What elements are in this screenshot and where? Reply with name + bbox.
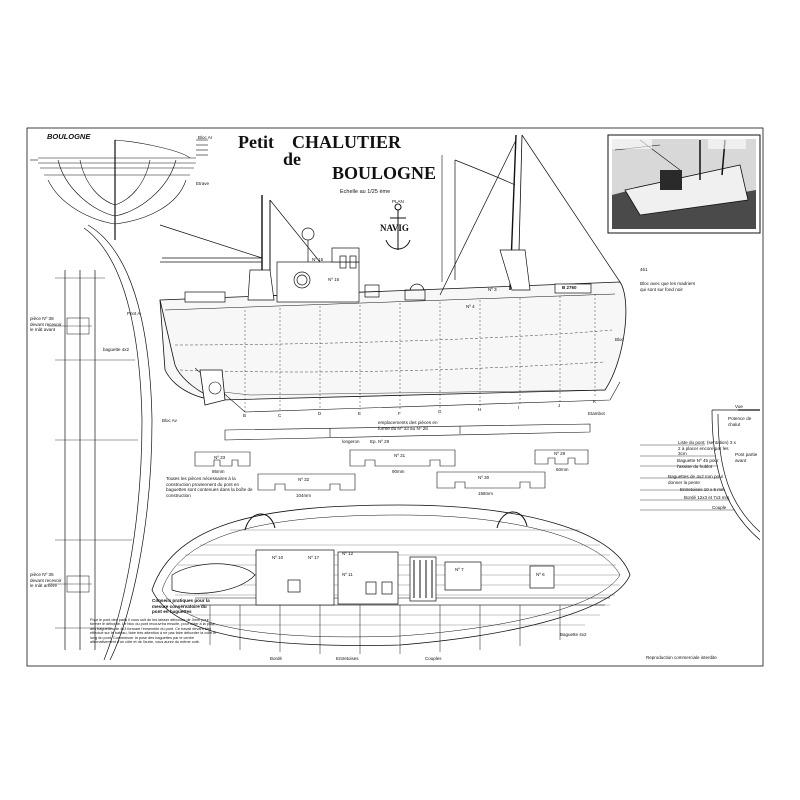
station-letter: K [593, 399, 597, 404]
section-view [30, 139, 208, 240]
model-photo [607, 134, 761, 234]
title-de: de [283, 149, 301, 169]
part-10: Nº 10 [272, 555, 284, 560]
deck-plan [151, 504, 631, 654]
station-letter: B [243, 413, 247, 418]
part-4: Nº 4 [466, 304, 475, 309]
station-letter: H [478, 407, 482, 412]
label-emplacements: emplacements des pièces en forme du Nº 3… [378, 420, 438, 431]
hull-section-detail [640, 409, 761, 541]
label-bloc: Bloc [615, 337, 624, 342]
part-11: Nº 11 [342, 572, 353, 577]
sheet-frame [26, 127, 764, 667]
label-bloc-ar: Bloc Ar [198, 135, 213, 140]
station-letter: D [318, 411, 322, 416]
label-couples: Couples [425, 656, 442, 661]
keel-strip [224, 423, 591, 441]
label-bloc-av: Bloc Av [162, 418, 177, 423]
label-pont-partie: Pont partie avant [735, 452, 758, 463]
station-letter: E [358, 411, 362, 416]
label-poteau: Potence de chalut [728, 416, 752, 427]
dim-90: 90mm [392, 469, 405, 474]
label-baguette: baguette 4x2 [103, 347, 130, 352]
part-30: Nº 30 [478, 475, 490, 480]
part-17: Nº 17 [308, 555, 320, 560]
label-liste-ponts: Liste du pont: (sentation) 3 x 2 à place… [678, 440, 736, 457]
label-vue: Vue [735, 404, 743, 409]
part-31: Nº 31 [394, 453, 406, 458]
title-petit: Petit [238, 132, 274, 152]
station-letter: I [518, 405, 520, 410]
title-boulogne: BOULOGNE [332, 163, 437, 183]
part-16: Nº 16 [328, 277, 340, 282]
dim-ep-28: Ep. Nº 28 [370, 439, 390, 444]
section-title: BOULOGNE [47, 132, 91, 141]
label-borde: Bordé [270, 656, 283, 661]
dim-104: 104mm [296, 493, 312, 498]
part-32: Nº 32 [298, 477, 310, 482]
label-advice-title: Conseils pratiques pour la mesure conser… [152, 598, 210, 615]
label-borde-note: Bordé 12x3 et 7x3 mm [684, 495, 730, 500]
title-chalutier: CHALUTIER [292, 132, 402, 152]
part-12: Nº 12 [342, 551, 354, 556]
dim-158: 158mm [478, 491, 494, 496]
dim-86: 86mm [212, 469, 225, 474]
label-entretoise-note: Entretoises 10 x 5 mm [680, 487, 725, 492]
brand-plan: PLAN [392, 199, 404, 204]
station-letter: J [558, 403, 561, 408]
part-33: Nº 33 [214, 455, 226, 460]
label-etambot: Etambot [588, 411, 605, 416]
part-3: Nº 3 [488, 287, 497, 292]
label-baguette-pont: Baguette 4x2 [560, 632, 587, 637]
brand-navig: NAVIG [380, 223, 409, 233]
label-assembly-note: Toutes les pièces nécessaires à la const… [166, 476, 253, 498]
part-15: Nº 15 [312, 257, 324, 262]
keel-profile [48, 224, 153, 661]
label-longeron: longeron [342, 439, 360, 444]
label-piece-35: pièce Nº 35 devant recevoir le mât arriè… [30, 572, 62, 589]
superstructure [159, 134, 621, 303]
part-29: Nº 29 [554, 451, 566, 456]
part-461: 461 [640, 267, 648, 272]
label-couple-note: Couple [712, 505, 727, 510]
label-bloc-ar-note: Bloc avec que les madriers qui sont sur … [640, 281, 696, 292]
label-baguettes-pre: Baguettes de 4x2 mm pour donner la pente [668, 474, 724, 485]
label-etrave: Etrave [196, 181, 210, 186]
bulkhead-pieces [194, 449, 589, 491]
station-letter: F [398, 411, 401, 416]
label-piece-38: pièce Nº 38 devant recevoir le mât avant [30, 316, 62, 333]
label-pont-a: Pont A [127, 311, 141, 316]
label-entretoises: Entretoises [336, 656, 359, 661]
bow-name: B 2760 [562, 285, 577, 290]
scale-label: Echelle au 1/25 ème [340, 189, 391, 195]
part-6: Nº 6 [536, 572, 545, 577]
part-7: Nº 7 [455, 567, 464, 572]
station-letter: G [438, 409, 442, 414]
label-baguette-45: Baguette Nº 45 pour l'assise du hublot [677, 458, 719, 469]
station-letter: C [278, 413, 282, 418]
dim-60: 60mm [556, 467, 569, 472]
anchor-icon [385, 203, 411, 250]
hull-profile [159, 281, 627, 413]
copyright-note: Reproduction commerciale interdite [646, 655, 717, 660]
label-advice-text: Pour le pont des parts il vous suit de l… [90, 618, 217, 645]
